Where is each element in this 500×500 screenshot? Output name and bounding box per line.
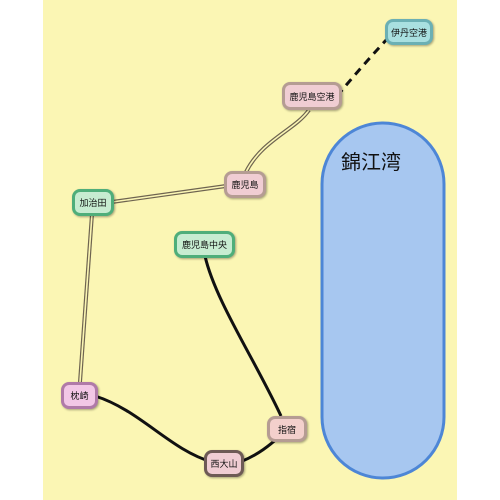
station-kagoshima-airport[interactable]: 鹿児島空港 — [282, 82, 342, 110]
route-rail-airport-kagoshima-inner — [245, 109, 310, 173]
bay-label: 錦江湾 — [341, 150, 401, 174]
route-rail-makurazaki-nishioyama — [94, 394, 213, 464]
station-ibusuki[interactable]: 指宿 — [267, 416, 307, 442]
station-kajiki[interactable]: 加治田 — [72, 189, 114, 216]
station-nishioyama[interactable]: 西大山 — [204, 450, 244, 477]
station-itami[interactable]: 伊丹空港 — [385, 19, 433, 45]
route-rail-ibusuki-chuo — [203, 255, 283, 417]
kinko-bay — [320, 121, 446, 480]
station-makurazaki[interactable]: 枕崎 — [61, 382, 98, 409]
route-flight-itami — [335, 36, 390, 97]
station-kagoshima-chuo[interactable]: 鹿児島中央 — [174, 231, 235, 258]
station-kagoshima[interactable]: 鹿児島 — [224, 171, 266, 198]
route-rail-kagoshima-kajiki-inner — [111, 185, 227, 203]
route-rail-kajiki-makurazaki-inner — [79, 213, 93, 383]
